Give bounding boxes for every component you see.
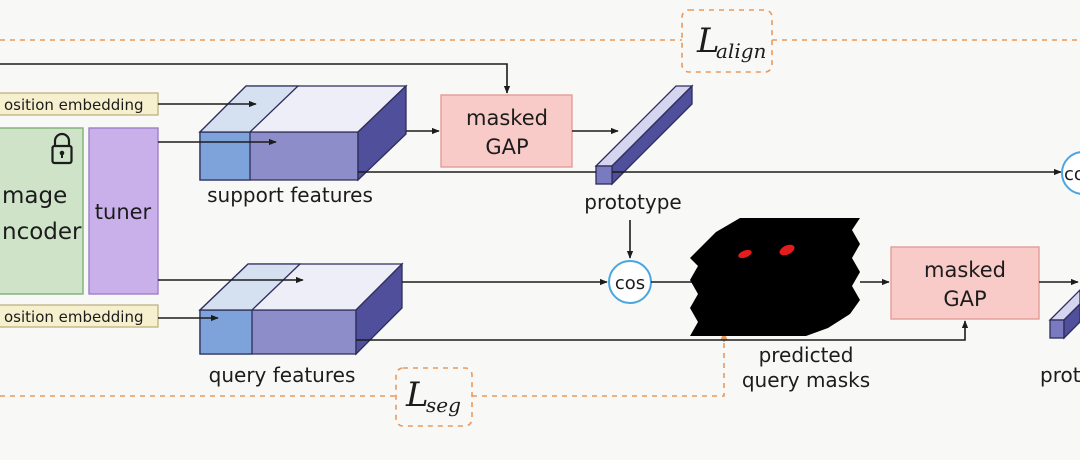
support-features-label: support features — [207, 183, 373, 207]
position-embedding-top-label: osition embedding — [4, 96, 144, 114]
masked-gap-bottom-line1: masked — [924, 258, 1006, 282]
cos-right-label: co — [1064, 164, 1080, 185]
tuner-label: tuner — [95, 200, 152, 224]
loss-seg-box — [395, 367, 473, 427]
masked-gap-top-line1: masked — [466, 106, 548, 130]
prototype-bottom-label: prot — [1040, 363, 1080, 387]
seg-dash-to-masks — [472, 338, 725, 397]
masked-gap-top: masked GAP — [440, 94, 573, 168]
loss-align-box — [681, 9, 773, 73]
prototype-top-label: prototype — [584, 190, 681, 214]
masked-gap-bottom: masked GAP — [890, 246, 1040, 320]
mask-input-arrow — [0, 63, 511, 94]
lock-icon — [51, 132, 73, 165]
cos-middle: cos — [608, 260, 652, 304]
position-embedding-bottom: osition embedding — [0, 304, 159, 328]
query-features-label: query features — [209, 363, 356, 387]
loss-seg-symbol: L — [405, 375, 429, 415]
tuner-block: tuner — [88, 127, 159, 295]
loss-align-region: L align — [0, 9, 1080, 73]
position-embedding-top: osition embedding — [0, 92, 159, 116]
image-encoder-line1: mage — [2, 183, 67, 209]
mask-spot-2 — [779, 244, 795, 256]
support-side — [357, 84, 407, 182]
query-to-gap-bottom-arrow — [356, 320, 969, 341]
masked-gap-top-line2: GAP — [485, 135, 528, 159]
predicted-masks-line2: query masks — [742, 368, 870, 392]
image-encoder: mage ncoder — [0, 127, 84, 295]
masked-gap-bottom-line2: GAP — [943, 287, 986, 311]
loss-align-subscript: align — [716, 39, 766, 63]
image-encoder-line2: ncoder — [2, 219, 82, 245]
position-embedding-bottom-label: osition embedding — [4, 308, 144, 326]
query-features-block: query features — [198, 262, 404, 387]
prototype-top: prototype — [584, 84, 694, 214]
loss-seg-subscript: seg — [426, 393, 461, 417]
cos-middle-label: cos — [615, 273, 645, 294]
mask-spot-1 — [738, 249, 752, 259]
cos-right: co — [1061, 151, 1080, 195]
loss-align-symbol: L — [696, 21, 720, 61]
predicted-masks-line1: predicted — [759, 343, 854, 367]
mask-stack — [690, 218, 860, 336]
prototype-bottom: prot — [1040, 289, 1080, 387]
support-features-block: support features — [198, 84, 408, 207]
predicted-query-masks: predicted query masks — [690, 218, 870, 392]
